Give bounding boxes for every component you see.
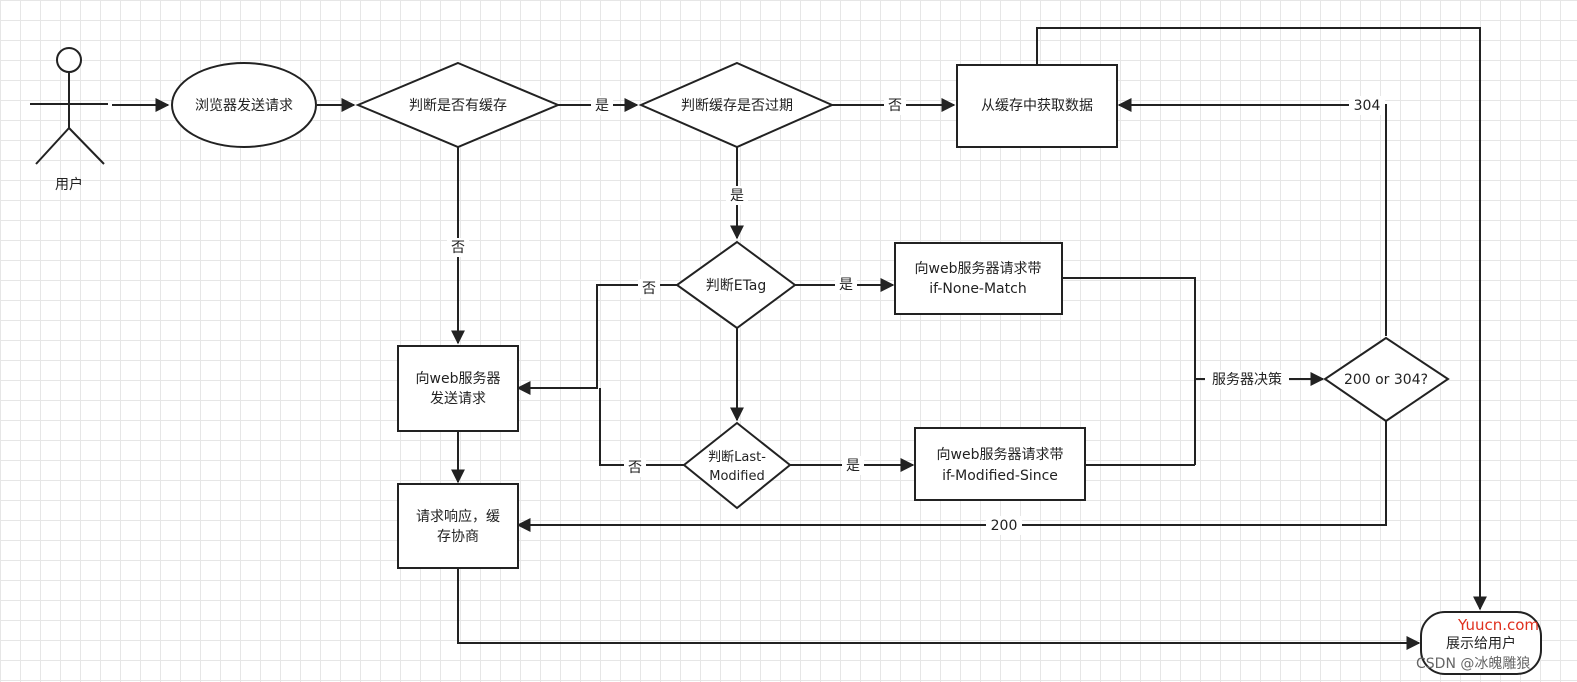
node-label-line1: 向web服务器请求带 (915, 261, 1042, 277)
edge-status-200-to-response (516, 421, 1387, 532)
user-actor: 用户 (30, 47, 108, 193)
process-get-from-cache: 从缓存中获取数据 (956, 64, 1118, 148)
watermarks: Yuucn.com CSDN @冰魄雕狼 (1416, 616, 1539, 672)
edge-label-no: 否 (628, 460, 642, 476)
node-label: 从缓存中获取数据 (981, 98, 1093, 114)
stick-figure-icon (30, 47, 108, 165)
node-label: 浏览器发送请求 (195, 98, 293, 114)
node-label-line2: 发送请求 (430, 391, 486, 407)
edge-label-200: 200 (991, 518, 1018, 534)
node-label: 判断是否有缓存 (409, 98, 507, 114)
actor-label: 用户 (55, 176, 83, 193)
edge-label-no: 否 (451, 240, 465, 256)
decision-status-code: 200 or 304? (1323, 336, 1450, 423)
node-label-line2: 存协商 (437, 529, 479, 545)
node-label-line1: 向web服务器 (416, 371, 501, 387)
edge-label-yes: 是 (839, 277, 853, 293)
node-label: 200 or 304? (1344, 372, 1428, 388)
edge-label-yes: 是 (730, 188, 744, 204)
node-label: 展示给用户 (1446, 635, 1516, 652)
node-browser-send: 浏览器发送请求 (171, 62, 317, 148)
node-label: 判断ETag (706, 278, 767, 294)
edge-lastmod-no-to-send (599, 388, 684, 466)
node-label: 判断缓存是否过期 (681, 98, 793, 114)
process-response-cache: 请求响应，缓 存协商 (397, 483, 519, 569)
edge-ifnonematch-to-decision (1062, 277, 1196, 465)
edge-label-no: 否 (642, 281, 656, 297)
node-label-line1: 请求响应，缓 (416, 508, 500, 525)
edge-response-to-show (457, 568, 1421, 650)
decision-cache-expired: 判断缓存是否过期 (638, 61, 835, 149)
decision-etag: 判断ETag (675, 240, 797, 330)
process-if-none-match: 向web服务器请求带 if-None-Match (894, 242, 1063, 315)
edge-label-server-decision: 服务器决策 (1212, 371, 1282, 388)
node-label-line2: Modified (709, 469, 764, 484)
process-if-modified-since: 向web服务器请求带 if-Modified-Since (914, 427, 1086, 501)
decision-has-cache: 判断是否有缓存 (355, 61, 561, 149)
edge-label-yes: 是 (846, 458, 860, 474)
edge-etag-no-to-send (516, 284, 677, 395)
watermark-author: CSDN @冰魄雕狼 (1416, 656, 1530, 672)
edge-label-no: 否 (888, 98, 902, 114)
edge-label-yes: 是 (595, 98, 609, 114)
node-label-line2: if-Modified-Since (942, 468, 1058, 484)
decision-last-modified: 判断Last- Modified (682, 421, 792, 510)
edge-getcache-to-show (1036, 27, 1487, 611)
edge-labels: 是 否 否 是 是 否 否 是 服务器决策 304 200 (447, 96, 1385, 535)
node-label-line1: 向web服务器请求带 (937, 447, 1064, 463)
process-send-to-server: 向web服务器 发送请求 (397, 345, 519, 432)
node-label-line2: if-None-Match (929, 281, 1026, 297)
terminal-show-user: 展示给用户 (1420, 611, 1542, 675)
watermark-site: Yuucn.com (1457, 616, 1539, 634)
node-label-line1: 判断Last- (708, 450, 766, 465)
edge-status-304-to-getcache (1117, 98, 1387, 336)
edge-label-304: 304 (1354, 98, 1381, 114)
